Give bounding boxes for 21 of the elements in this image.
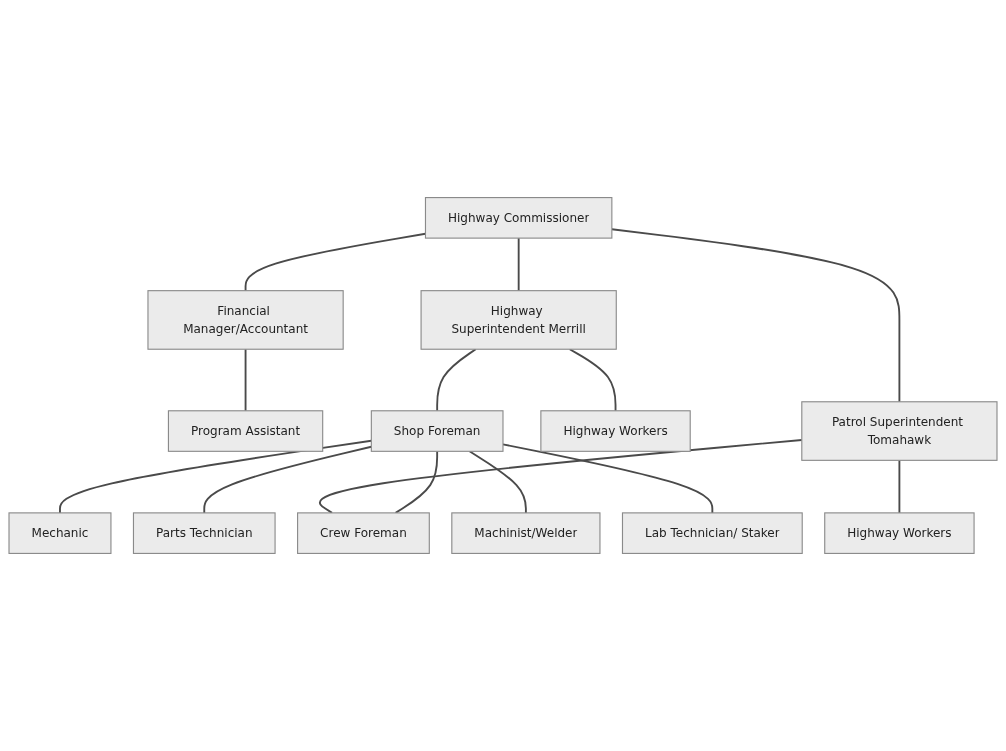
node-box: Highway Workers xyxy=(540,410,691,452)
node-box: Program Assistant xyxy=(167,410,324,452)
connector xyxy=(436,348,477,412)
node-box: Highway Superintendent Merrill xyxy=(420,290,617,350)
connector xyxy=(244,348,247,412)
node-box: Financial Manager/Accountant xyxy=(147,290,344,350)
connector xyxy=(468,450,527,514)
node-box: Crew Foreman xyxy=(297,512,430,554)
node-box: Highway Workers xyxy=(824,512,975,554)
node-box: Shop Foreman xyxy=(370,410,504,452)
node-box: Lab Technician/ Staker xyxy=(621,512,803,554)
node-box: Highway Commissioner xyxy=(424,197,613,239)
connector xyxy=(394,450,439,514)
connector xyxy=(517,237,520,292)
node-box: Patrol Superintendent Tomahawk xyxy=(801,401,998,461)
node-box: Machinist/Welder xyxy=(451,512,601,554)
node-box: Parts Technician xyxy=(132,512,276,554)
connector xyxy=(502,443,714,514)
node-box: Mechanic xyxy=(8,512,112,554)
connector xyxy=(568,348,617,412)
connector xyxy=(898,459,901,514)
